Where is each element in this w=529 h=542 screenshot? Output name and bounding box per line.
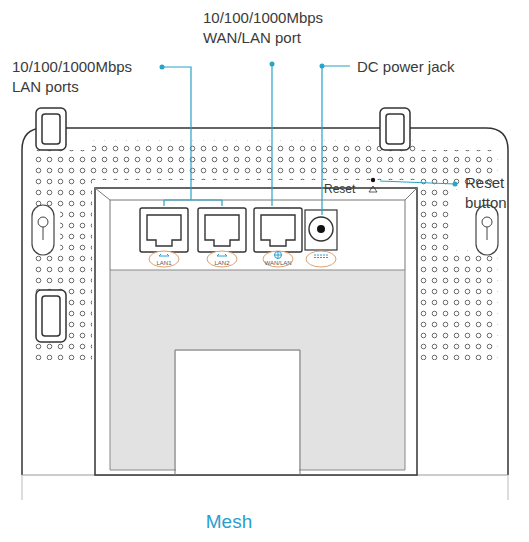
port-label: DC power jack [357, 57, 507, 77]
caption: Mesh [206, 511, 252, 533]
port-label: 10/100/1000Mbps LAN ports [12, 57, 152, 97]
port-marking: LAN1 [156, 260, 171, 267]
reset-marking: Reset [324, 182, 355, 196]
button-label: Reset button [465, 173, 525, 213]
port-label: 10/100/1000Mbps WAN/LAN port [203, 8, 328, 48]
port-marking: WAN/LAN [264, 260, 291, 267]
port-marking: LAN2 [214, 260, 229, 267]
